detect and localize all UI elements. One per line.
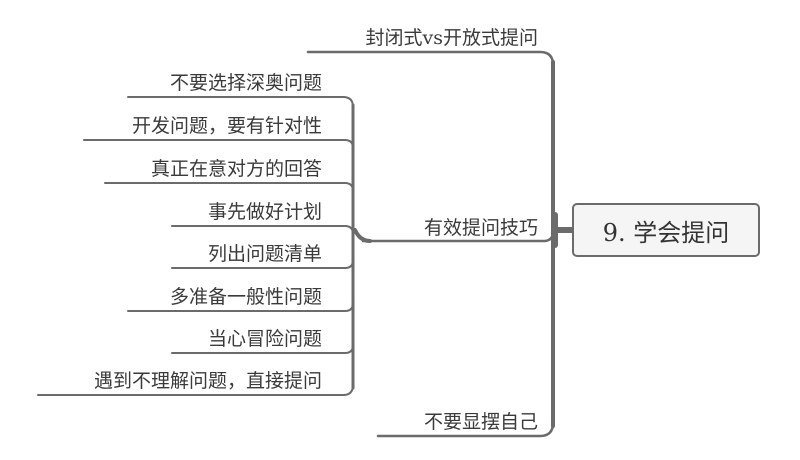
subtopic-label: 遇到不理解问题，直接提问 <box>93 370 322 392</box>
branch-label: 有效提问技巧 <box>423 217 538 239</box>
branch-line-1 <box>361 230 555 243</box>
child-line-4 <box>171 259 354 269</box>
subtopic-item[interactable]: 事先做好计划 <box>208 201 322 223</box>
child-line-5 <box>127 302 354 312</box>
root-topic[interactable]: 9. 学会提问 <box>572 203 760 257</box>
subtopic-label: 不要选择深奥问题 <box>169 72 322 94</box>
child-line-0 <box>127 96 354 108</box>
subtopic-label: 列出问题清单 <box>207 243 322 265</box>
child-line-3 <box>171 225 354 235</box>
branch-topic-effective-techniques[interactable]: 有效提问技巧 <box>424 217 538 239</box>
subtopic-item[interactable]: 真正在意对方的回答 <box>151 158 322 180</box>
subtopic-item[interactable]: 当心冒险问题 <box>208 328 322 350</box>
subtopic-item[interactable]: 不要选择深奥问题 <box>170 72 322 94</box>
subtopic-item[interactable]: 列出问题清单 <box>208 243 322 265</box>
child-line-1 <box>83 139 354 149</box>
subtopic-label: 多准备一般性问题 <box>169 286 322 308</box>
subtopic-label: 事先做好计划 <box>207 201 322 223</box>
branch-topic-dont-show-off[interactable]: 不要显摆自己 <box>424 411 538 433</box>
subtopic-label: 当心冒险问题 <box>207 328 322 350</box>
root-topic-label: 9. 学会提问 <box>602 218 730 247</box>
subtopic-label: 真正在意对方的回答 <box>150 158 322 180</box>
subtopic-label: 开发问题，要有针对性 <box>131 115 322 137</box>
child-line-7 <box>37 384 354 396</box>
branch-label: 不要显摆自己 <box>423 411 538 433</box>
branch-label: 封闭式vs开放式提问 <box>365 27 539 49</box>
subtopic-item[interactable]: 多准备一般性问题 <box>170 286 322 308</box>
subtrunk-knot <box>353 228 372 243</box>
subtopic-item[interactable]: 遇到不理解问题，直接提问 <box>94 370 322 392</box>
subtopic-item[interactable]: 开发问题，要有针对性 <box>132 115 322 137</box>
child-line-2 <box>104 182 354 192</box>
child-line-6 <box>171 344 354 354</box>
branch-line-2 <box>376 421 555 438</box>
branch-topic-closed-vs-open[interactable]: 封闭式vs开放式提问 <box>366 27 539 49</box>
branch-line-0 <box>306 50 555 67</box>
